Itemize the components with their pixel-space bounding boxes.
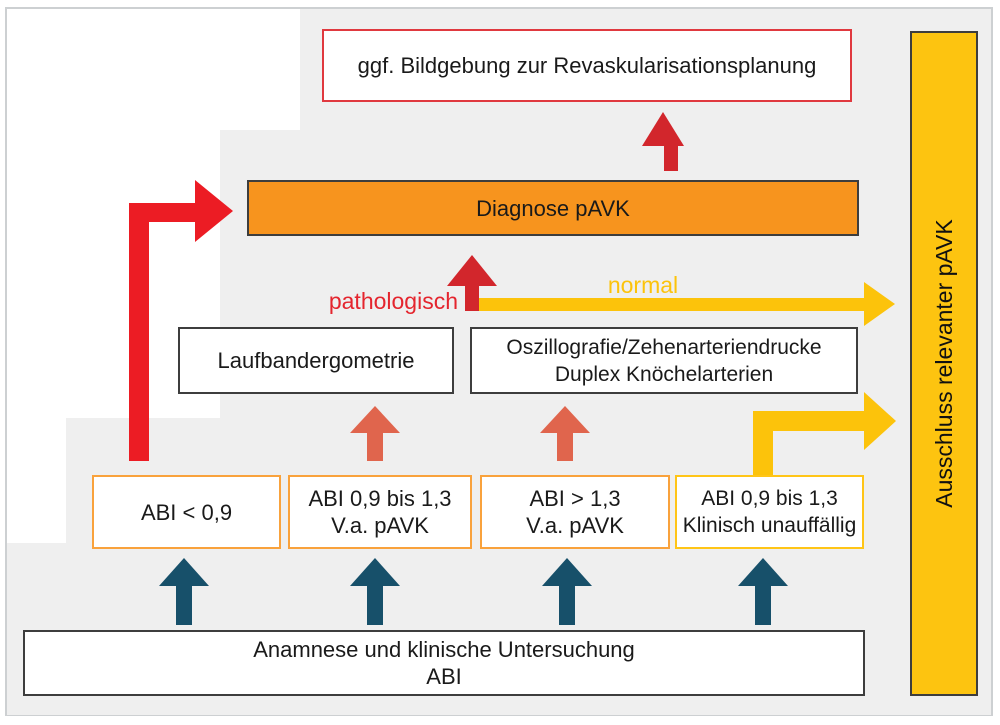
arrow-stem: [367, 584, 383, 625]
anamnese-line1: Anamnese und klinische Untersuchung: [253, 637, 635, 662]
abi-unauffaellig-line2: Klinisch unauffällig: [682, 514, 857, 537]
abi-low-box: ABI < 0,9: [92, 475, 281, 549]
arrow-head-right: [195, 180, 233, 242]
arrow-head-up: [542, 558, 592, 586]
abi-high-line1: ABI > 1,3: [529, 486, 621, 511]
label-pathologisch: pathologisch: [328, 288, 458, 314]
abi-borderline-box: ABI 0,9 bis 1,3 V.a. pAVK: [288, 475, 472, 549]
abi-unauffaellig-line1: ABI 0,9 bis 1,3: [701, 487, 838, 510]
laufbandergometrie-label: Laufbandergometrie: [217, 348, 415, 373]
arrow-stem: [664, 145, 678, 171]
arrow-stem: [129, 203, 149, 461]
anamnese-box: Anamnese und klinische Untersuchung ABI: [23, 630, 865, 696]
arrow-stem: [176, 584, 192, 625]
arrow-arm: [129, 203, 196, 222]
diagnose-pavk-label: Diagnose pAVK: [476, 195, 630, 221]
arrow-head-up: [447, 255, 497, 286]
arrow-head-up: [159, 558, 209, 586]
imaging-box: ggf. Bildgebung zur Revaskularisationspl…: [322, 29, 852, 102]
abi-high-box: ABI > 1,3 V.a. pAVK: [480, 475, 670, 549]
arrow-stem: [559, 584, 575, 625]
diagnose-pavk-box: Diagnose pAVK: [247, 180, 859, 236]
anamnese-line2: ABI: [426, 664, 462, 689]
oszillografie-line1: Oszillografie/Zehenarteriendrucke: [506, 335, 822, 359]
arrow-stem: [465, 285, 479, 311]
arrow-head-up: [540, 406, 590, 433]
imaging-box-label: ggf. Bildgebung zur Revaskularisationspl…: [357, 53, 817, 78]
arrow-head-up: [642, 112, 684, 146]
oszillografie-box: Oszillografie/Zehenarteriendrucke Duplex…: [470, 327, 858, 394]
laufbandergometrie-box: Laufbandergometrie: [178, 327, 454, 394]
arrow-head-right: [864, 282, 895, 326]
arrow-head-up: [738, 558, 788, 586]
abi-unauffaellig-box: ABI 0,9 bis 1,3 Klinisch unauffällig: [675, 475, 864, 549]
arrow-stem: [479, 298, 864, 311]
arrow-stem: [367, 431, 383, 461]
exclusion-bar-label: Ausschluss relevanter pAVK: [930, 219, 957, 508]
abi-low-label: ABI < 0,9: [140, 499, 233, 525]
abi-high-line2: V.a. pAVK: [526, 513, 624, 538]
arrow-stem: [557, 431, 573, 461]
oszillografie-line2: Duplex Knöchelarterien: [554, 362, 774, 386]
abi-borderline-line1: ABI 0,9 bis 1,3: [308, 486, 452, 511]
abi-borderline-line2: V.a. pAVK: [331, 513, 429, 538]
arrow-head-up: [350, 406, 400, 433]
arrow-arm: [753, 411, 864, 431]
arrow-stem: [755, 584, 771, 625]
label-normal: normal: [607, 272, 679, 298]
arrow-head-right: [864, 392, 896, 450]
arrow-head-up: [350, 558, 400, 586]
exclusion-bar: Ausschluss relevanter pAVK: [910, 31, 978, 696]
